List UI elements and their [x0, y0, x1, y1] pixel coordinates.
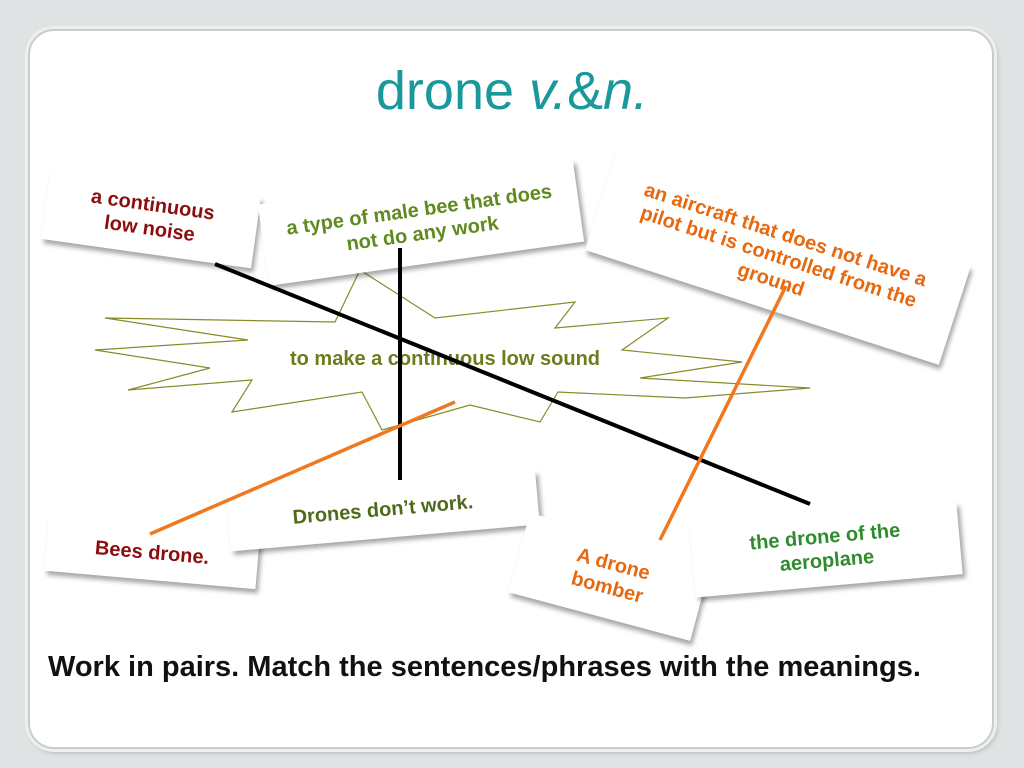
example-drone-aeroplane: the drone of the aeroplane — [748, 519, 902, 577]
example-bees-drone: Bees drone. — [94, 537, 211, 570]
title-word: drone — [375, 61, 530, 121]
title-pos-n: n. — [603, 61, 649, 121]
meaning-low-sound: to make a continuous low sound — [289, 348, 601, 370]
title-pos-v: v. — [529, 61, 568, 121]
slide-title: drone v.&n. — [0, 64, 1024, 118]
instruction-text: Work in pairs. Match the sentences/phras… — [48, 651, 921, 683]
example-drone-bomber: A drone bomber — [568, 544, 653, 608]
meaning-low-noise: a continuous low noise — [89, 185, 216, 247]
title-amp: & — [567, 61, 604, 121]
example-drones-dont-work: Drones don’t work. — [291, 491, 475, 530]
